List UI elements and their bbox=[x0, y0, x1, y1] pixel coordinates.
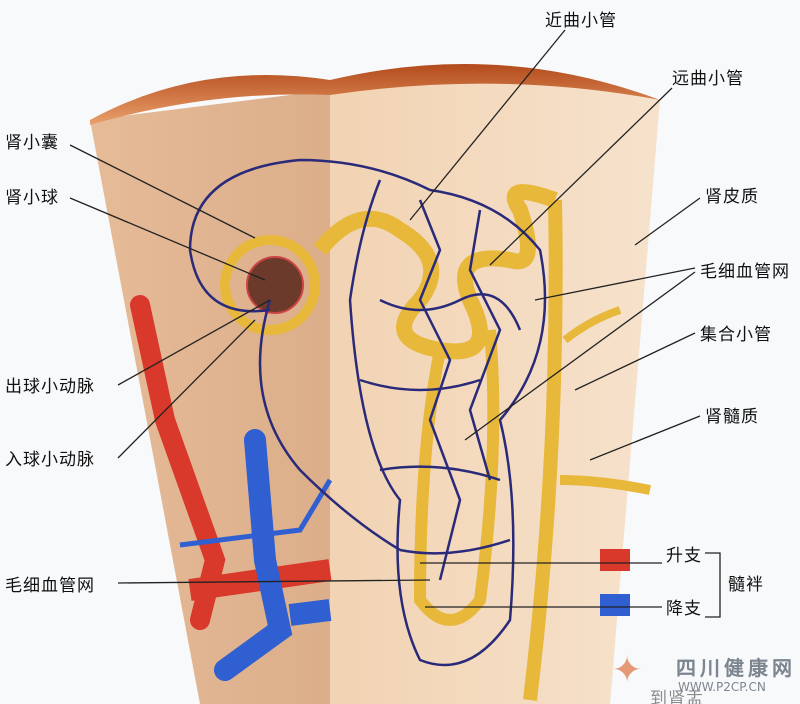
glomerulus bbox=[246, 256, 304, 314]
watermark-url: WWW.P2CP.CN bbox=[678, 680, 766, 694]
renal-capsule bbox=[220, 235, 320, 335]
proximal-convoluted-tubule bbox=[313, 184, 558, 360]
label-capillary-network-left: 毛细血管网 bbox=[5, 576, 95, 596]
loop-of-henle bbox=[413, 329, 500, 626]
collecting-branch-2 bbox=[562, 306, 622, 344]
label-cortex: 肾皮质 bbox=[705, 187, 759, 207]
capillary-network bbox=[188, 158, 547, 667]
label-afferent-arteriole: 入球小动脉 bbox=[5, 450, 95, 470]
label-proximal-tubule: 近曲小管 bbox=[545, 11, 617, 31]
leader-lines bbox=[69, 29, 721, 618]
label-loop-of-henle: 髓袢 bbox=[728, 575, 764, 595]
label-capillary-network-right: 毛细血管网 bbox=[700, 262, 790, 282]
collecting-tubule bbox=[523, 199, 563, 701]
label-to-pelvis: 到肾盂 bbox=[650, 689, 704, 704]
renal-capsule-surface bbox=[90, 64, 660, 125]
collecting-branch bbox=[559, 475, 651, 495]
label-efferent-arteriole: 出球小动脉 bbox=[5, 377, 95, 397]
label-ascending-limb: 升支 bbox=[666, 546, 702, 566]
label-renal-capsule: 肾小囊 bbox=[5, 133, 59, 153]
watermark-logo-icon: ✦ bbox=[612, 650, 643, 691]
vein-small bbox=[179, 478, 333, 548]
vein-vessel bbox=[214, 429, 293, 681]
vein-branch bbox=[288, 599, 332, 626]
label-distal-tubule: 远曲小管 bbox=[672, 69, 744, 89]
watermark-name: 四川健康网 bbox=[676, 656, 796, 680]
label-medulla: 肾髓质 bbox=[705, 407, 759, 427]
label-descending-limb: 降支 bbox=[666, 599, 702, 619]
label-collecting-tubule: 集合小管 bbox=[700, 325, 772, 345]
label-glomerulus: 肾小球 bbox=[5, 188, 59, 208]
